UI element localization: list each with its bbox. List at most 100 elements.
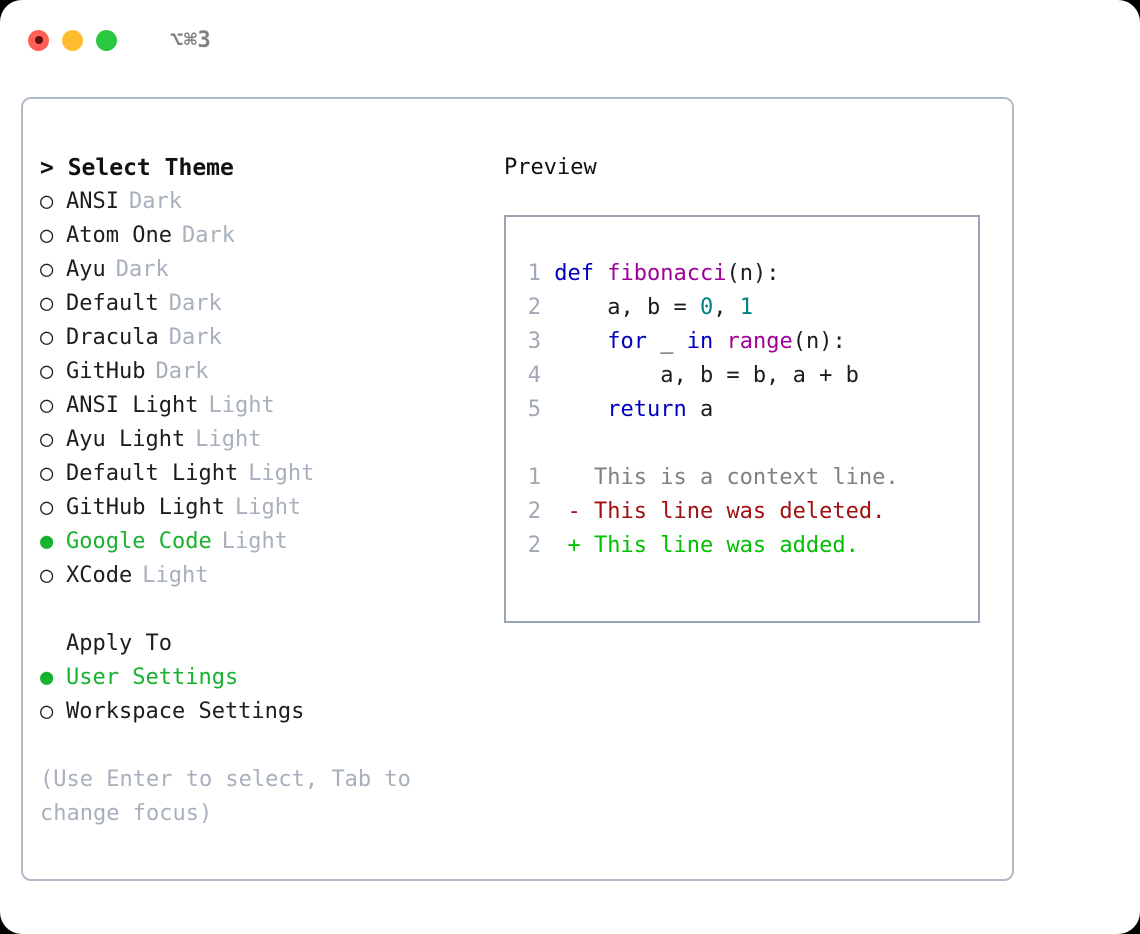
radio-unselected-icon: ○ bbox=[40, 257, 54, 282]
apply-to-option-user-settings[interactable]: ● User Settings bbox=[40, 661, 470, 695]
theme-option-label: Default Light bbox=[66, 461, 239, 486]
diff-line-add: 2 + This line was added. bbox=[519, 529, 978, 563]
theme-option-label: GitHub bbox=[66, 359, 146, 384]
theme-option-label: Atom One bbox=[66, 223, 172, 248]
apply-to-option-label: Workspace Settings bbox=[66, 699, 305, 724]
theme-option-label: XCode bbox=[66, 563, 133, 588]
code-diff-spacer bbox=[519, 427, 978, 461]
apply-to-option-label: User Settings bbox=[66, 665, 239, 690]
code-token-fn: range bbox=[726, 329, 793, 354]
theme-option-label: Dracula bbox=[66, 325, 159, 350]
theme-option-label: Ayu Light bbox=[66, 427, 186, 452]
radio-unselected-icon: ○ bbox=[40, 223, 54, 248]
code-line: 5 return a bbox=[519, 393, 978, 427]
theme-variant-badge: Dark bbox=[168, 325, 222, 350]
maximize-button[interactable] bbox=[96, 29, 117, 51]
code-token-plain: a bbox=[686, 397, 714, 422]
apply-to-header: Apply To bbox=[66, 631, 172, 656]
code-line: 3 for _ in range(n): bbox=[519, 325, 978, 359]
radio-unselected-icon: ○ bbox=[40, 393, 54, 418]
theme-variant-badge: Dark bbox=[115, 257, 169, 282]
line-number: 2 bbox=[527, 533, 541, 558]
code-token-plain: (n): bbox=[792, 329, 846, 354]
diff-sample: 1 This is a context line.2 - This line w… bbox=[519, 461, 978, 563]
line-number: 3 bbox=[527, 329, 541, 354]
radio-selected-icon: ● bbox=[40, 529, 54, 554]
theme-variant-badge: Light bbox=[234, 495, 302, 520]
radio-selected-icon: ● bbox=[40, 665, 54, 690]
window-titlebar: ⌥⌘3 bbox=[0, 0, 1140, 80]
code-token-plain bbox=[713, 329, 726, 354]
preview-column: Preview 1 def fibonacci(n):2 a, b = 0, 1… bbox=[504, 151, 994, 623]
diff-line-del: 2 - This line was deleted. bbox=[519, 495, 978, 529]
code-token-num: 0 bbox=[699, 295, 714, 320]
theme-option-ansi[interactable]: ○ ANSI Dark bbox=[40, 185, 470, 219]
theme-variant-badge: Light bbox=[221, 529, 288, 554]
line-number: 2 bbox=[527, 499, 541, 524]
line-number: 2 bbox=[527, 295, 541, 320]
code-token-kw: for bbox=[607, 329, 647, 354]
theme-variant-badge: Light bbox=[195, 427, 262, 452]
code-token-plain: a, b = b, a + b bbox=[554, 363, 859, 388]
line-number: 1 bbox=[527, 465, 541, 490]
theme-variant-badge: Dark bbox=[155, 359, 209, 384]
theme-variant-badge: Dark bbox=[168, 291, 222, 316]
diff-line-text: This is a context line. bbox=[567, 465, 899, 490]
theme-option-label: Ayu bbox=[66, 257, 106, 282]
theme-option-label: Default bbox=[66, 291, 159, 316]
keyboard-hint-text: (Use Enter to select, Tab to change focu… bbox=[40, 767, 425, 826]
theme-variant-badge: Dark bbox=[128, 189, 182, 214]
code-line: 1 def fibonacci(n): bbox=[519, 257, 978, 291]
theme-option-default-light[interactable]: ○ Default Light Light bbox=[40, 457, 470, 491]
diff-line-ctx: 1 This is a context line. bbox=[519, 461, 978, 495]
code-token-plain: _ bbox=[646, 329, 687, 354]
theme-variant-badge: Light bbox=[142, 563, 209, 588]
code-token-plain bbox=[594, 261, 607, 286]
preview-title: Preview bbox=[504, 155, 597, 180]
section-spacer bbox=[40, 593, 470, 627]
theme-variant-badge: Light bbox=[248, 461, 315, 486]
select-theme-header: > Select Theme bbox=[40, 155, 234, 181]
traffic-light-buttons bbox=[28, 29, 117, 51]
code-token-fn: fibonacci bbox=[607, 261, 727, 286]
code-token-kw: return bbox=[607, 397, 687, 422]
radio-unselected-icon: ○ bbox=[40, 699, 54, 724]
theme-option-google-code[interactable]: ● Google Code Light bbox=[40, 525, 470, 559]
close-button[interactable] bbox=[28, 29, 49, 51]
code-token-plain: (n): bbox=[726, 261, 780, 286]
radio-unselected-icon: ○ bbox=[40, 461, 54, 486]
apply-to-option-workspace-settings[interactable]: ○ Workspace Settings bbox=[40, 695, 470, 729]
code-token-kw: in bbox=[686, 329, 714, 354]
code-token-kw: def bbox=[554, 261, 594, 286]
radio-unselected-icon: ○ bbox=[40, 563, 54, 588]
theme-option-ayu[interactable]: ○ Ayu Dark bbox=[40, 253, 470, 287]
code-line: 2 a, b = 0, 1 bbox=[519, 291, 978, 325]
theme-option-label: Google Code bbox=[66, 529, 212, 554]
keyboard-shortcut-label: ⌥⌘3 bbox=[170, 27, 212, 53]
code-token-plain bbox=[554, 397, 607, 422]
theme-option-label: ANSI bbox=[66, 189, 119, 214]
radio-unselected-icon: ○ bbox=[40, 189, 54, 214]
code-token-plain bbox=[554, 329, 607, 354]
radio-unselected-icon: ○ bbox=[40, 495, 54, 520]
line-number: 1 bbox=[527, 261, 541, 286]
line-number: 4 bbox=[527, 363, 541, 388]
minimize-button[interactable] bbox=[62, 29, 83, 51]
code-token-num: 1 bbox=[739, 295, 753, 320]
diff-line-text: - This line was deleted. bbox=[567, 499, 886, 524]
line-number: 5 bbox=[527, 397, 541, 422]
code-token-plain: a, b = bbox=[554, 295, 700, 320]
theme-option-xcode[interactable]: ○ XCode Light bbox=[40, 559, 470, 593]
theme-variant-badge: Light bbox=[208, 393, 275, 418]
